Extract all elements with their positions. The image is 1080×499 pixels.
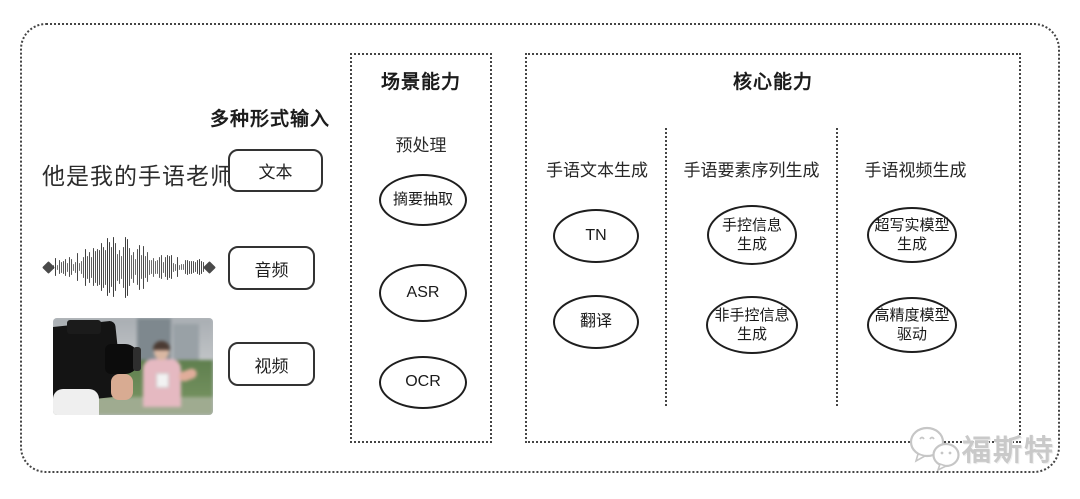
core-node-non-manual-info-generation: 非手控信息 生成 (706, 296, 798, 354)
diagram-outer-frame (20, 23, 1060, 473)
input-type-box-video: 视频 (228, 342, 315, 386)
core-capability-panel: 核心能力 手语文本生成 手语要素序列生成 手语视频生成 TN 翻译 手控信息 生… (525, 53, 1021, 443)
core-column-header-element-sequence-generation: 手语要素序列生成 (683, 161, 820, 180)
input-type-label-text: 文本 (258, 163, 293, 182)
input-section-title: 多种形式输入 (209, 109, 330, 130)
input-type-box-audio: 音频 (228, 246, 315, 290)
core-column-header-video-generation: 手语视频生成 (864, 161, 967, 180)
sample-sentence-text: 他是我的手语老师 (42, 163, 234, 189)
input-type-label-audio: 音频 (254, 260, 289, 280)
scene-panel-subtitle: 预处理 (395, 136, 447, 155)
core-node-hyperrealistic-model-generation: 超写实模型 生成 (867, 207, 957, 263)
core-panel-title: 核心能力 (732, 72, 813, 93)
scene-node-ocr: OCR (379, 356, 467, 409)
scene-panel-title: 场景能力 (380, 72, 461, 93)
core-node-tn: TN (553, 209, 639, 263)
watermark: 福斯特 (906, 425, 1055, 471)
input-type-box-text: 文本 (228, 149, 323, 192)
watermark-text: 福斯特 (962, 435, 1056, 467)
core-node-high-precision-model-driving: 高精度模型 驱动 (867, 297, 957, 353)
video-thumbnail (53, 318, 213, 415)
core-column-divider-2 (836, 128, 838, 406)
core-column-header-text-generation: 手语文本生成 (546, 161, 648, 180)
camera-operator-shoulder (53, 389, 99, 415)
input-type-label-video: 视频 (254, 356, 289, 376)
scene-capability-panel: 场景能力 预处理 摘要抽取 ASR OCR (350, 53, 492, 443)
camera-operator-hand (111, 374, 133, 400)
scene-node-asr: ASR (379, 264, 467, 322)
audio-waveform-icon (42, 234, 216, 300)
core-node-manual-info-generation: 手控信息 生成 (707, 205, 797, 265)
core-column-divider-1 (665, 128, 667, 406)
core-node-translation: 翻译 (553, 295, 639, 349)
wechat-chat-bubbles-icon (909, 426, 960, 471)
scene-node-summary-extraction: 摘要抽取 (379, 174, 467, 226)
